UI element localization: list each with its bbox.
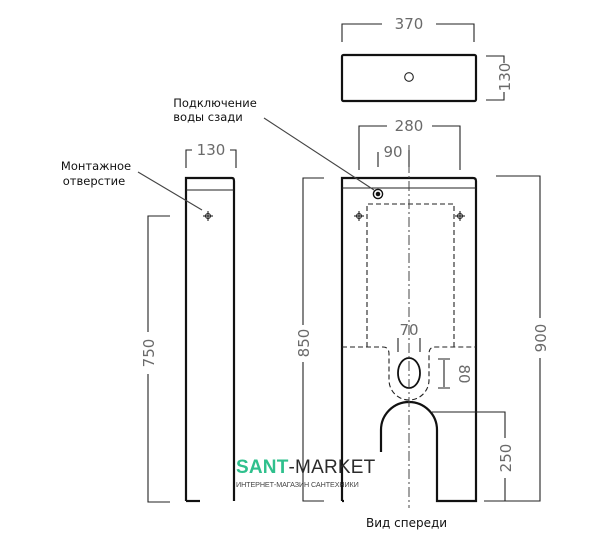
dim-line-top-depth [486, 55, 505, 101]
mounting-hole-marker [203, 211, 213, 221]
dim-line-cutout-height [432, 411, 506, 501]
dim-line-side-height [147, 215, 170, 503]
front-view-outline [340, 176, 478, 503]
dim-outlet-width: 70 [399, 321, 418, 339]
mounting-marker-right [455, 211, 465, 221]
dim-line-front-total-height [484, 175, 541, 502]
dim-top-depth: 130 [496, 63, 514, 92]
top-view-outline [340, 53, 478, 103]
dim-front-left-height: 850 [295, 329, 313, 358]
dim-side-depth: 130 [197, 141, 226, 159]
dim-inlet-offset: 90 [383, 143, 402, 161]
frame-hidden-line [366, 203, 455, 347]
dim-front-width: 280 [395, 117, 424, 135]
side-view: 130 750 [137, 141, 237, 503]
view-caption: Вид спереди [366, 516, 448, 530]
annotation-water-line1: Подключение [173, 96, 257, 110]
dim-side-height: 750 [140, 339, 158, 368]
annotation-water-line2: воды сзади [173, 110, 242, 124]
mounting-marker-left [354, 211, 364, 221]
dim-line-top-width [341, 23, 475, 42]
dim-line-outlet-width [397, 338, 421, 352]
side-view-outline [184, 176, 236, 501]
dim-line-inlet-offset [377, 150, 410, 167]
dim-line-side-depth [185, 149, 237, 168]
logo-part-sant: SANT [236, 457, 289, 478]
dim-top-width: 370 [395, 15, 424, 33]
annotation-mounting-line1: Монтажное [61, 159, 131, 173]
annotation-mounting-line2: отверстие [63, 174, 125, 188]
dim-front-total-height: 900 [532, 324, 550, 353]
dim-cutout-height: 250 [497, 444, 515, 473]
top-view-hole [404, 72, 414, 82]
leader-water-inlet [263, 117, 375, 191]
logo-tagline: ИНТЕРНЕТ-МАГАЗИН САНТЕХНИКИ [236, 480, 359, 489]
dim-line-outlet-height [438, 358, 450, 389]
front-view: 280 90 70 80 850 900 250 [263, 117, 550, 508]
dim-line-front-width [358, 125, 461, 170]
brand-logo: SANT-MARKET ИНТЕРНЕТ-МАГАЗИН САНТЕХНИКИ [236, 457, 376, 490]
dim-line-front-left-height [302, 177, 324, 502]
top-view: 370 130 [340, 15, 514, 103]
water-inlet [372, 188, 384, 200]
dim-outlet-height: 80 [455, 364, 473, 383]
leader-mounting-hole [137, 171, 203, 211]
logo-part-market: -MARKET [288, 457, 376, 478]
